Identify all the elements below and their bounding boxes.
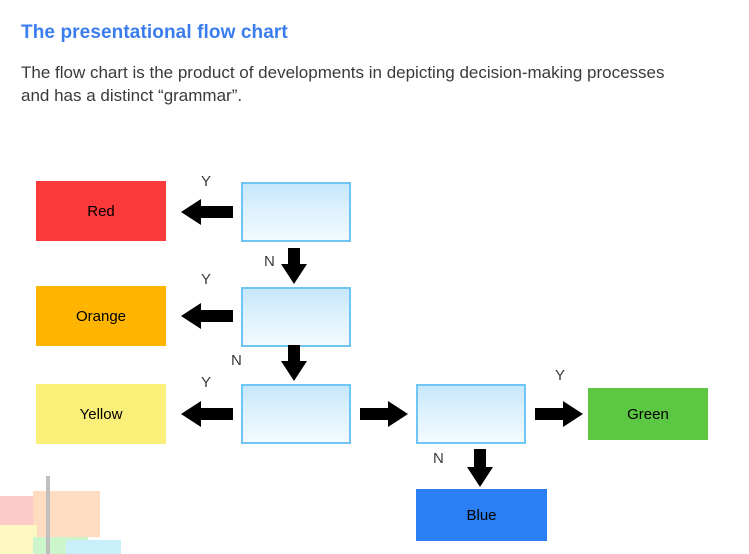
result-node-green[interactable]: Green — [588, 388, 708, 440]
decision-node-4[interactable] — [416, 384, 526, 444]
page-body-text: The flow chart is the product of develop… — [21, 63, 665, 105]
result-node-orange[interactable]: Orange — [36, 286, 166, 346]
arrow-left-to-yellow — [181, 401, 233, 427]
edge-label-n-d1-d2: N — [264, 253, 275, 270]
result-node-green-label: Green — [627, 405, 669, 423]
result-node-blue[interactable]: Blue — [416, 489, 547, 541]
page-title: The presentational flow chart — [21, 22, 288, 43]
edge-label-y-red: Y — [201, 173, 212, 190]
result-node-blue-label: Blue — [466, 506, 497, 524]
result-node-yellow[interactable]: Yellow — [36, 384, 166, 444]
decision-node-3[interactable] — [241, 384, 351, 444]
arrow-right-decision3-to-decision4 — [360, 401, 408, 427]
arrow-left-to-orange — [181, 303, 233, 329]
edge-label-n-d2-d3: N — [231, 352, 242, 369]
arrow-down-to-blue — [467, 449, 493, 487]
edge-label-y-green: Y — [555, 367, 566, 384]
result-node-red[interactable]: Red — [36, 181, 166, 241]
result-node-yellow-label: Yellow — [79, 405, 123, 423]
result-node-orange-label: Orange — [75, 307, 127, 325]
edge-label-n-blue: N — [433, 450, 444, 467]
arrow-down-decision2-to-decision3 — [281, 345, 307, 381]
decision-node-1[interactable] — [241, 182, 351, 242]
arrow-left-to-red — [181, 199, 233, 225]
edge-label-y-yellow: Y — [201, 374, 212, 391]
arrow-right-to-green — [535, 401, 583, 427]
arrow-down-decision1-to-decision2 — [281, 248, 307, 284]
decision-node-2[interactable] — [241, 287, 351, 347]
edge-label-y-orange: Y — [201, 271, 212, 288]
result-node-red-label: Red — [87, 202, 115, 220]
